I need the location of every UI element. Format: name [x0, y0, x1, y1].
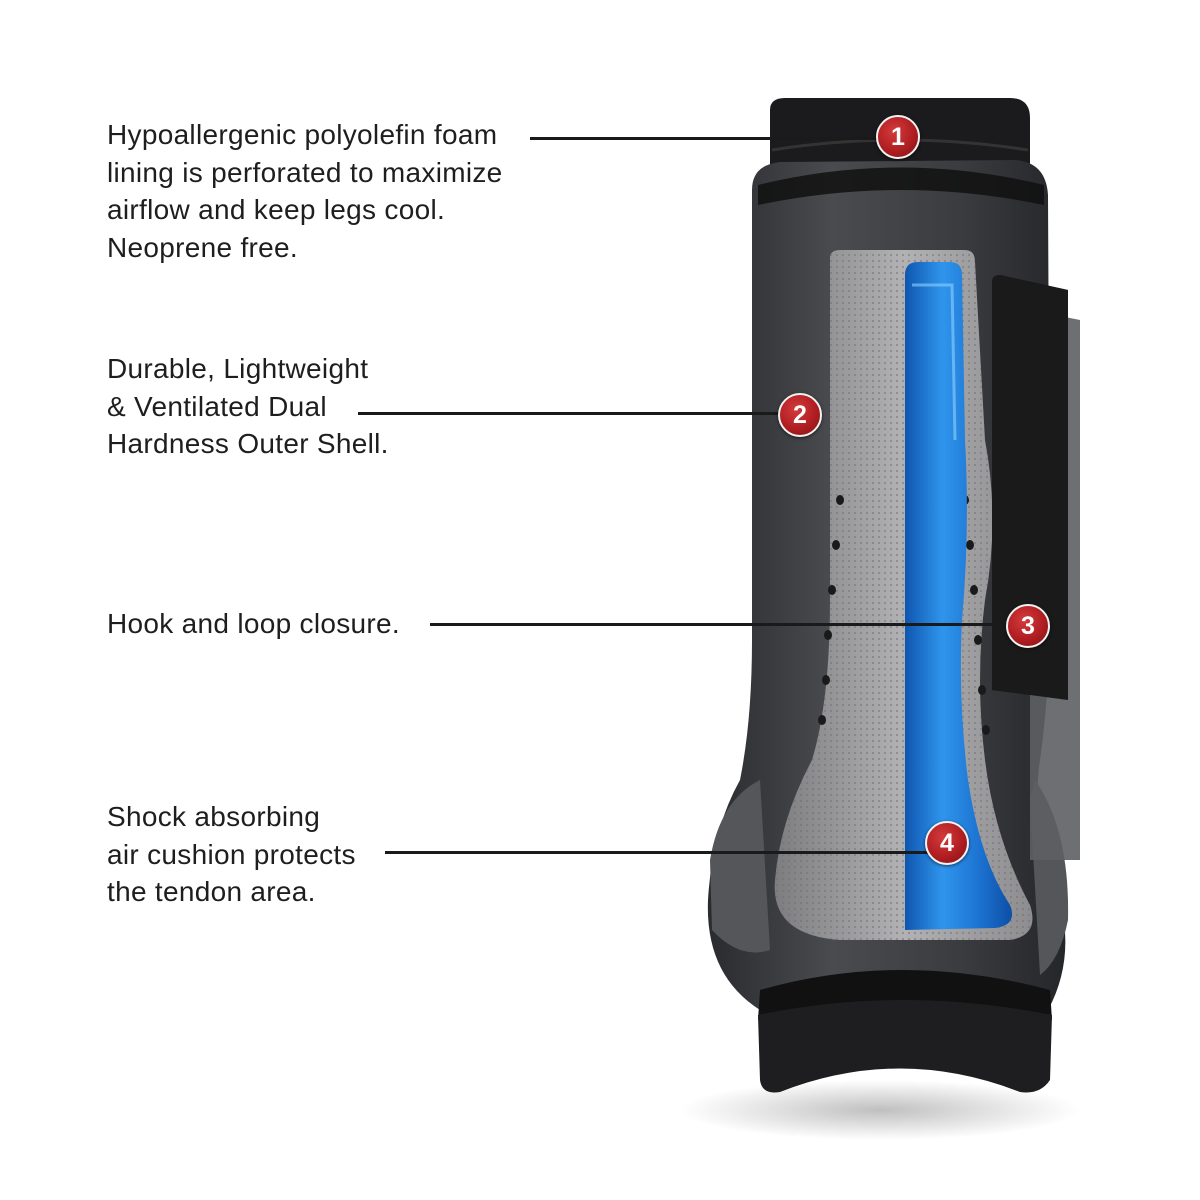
- callout-2-leader-line: [358, 412, 783, 415]
- callout-1-leader-line: [530, 137, 880, 140]
- callout-2-line-2: & Ventilated Dual: [107, 390, 327, 422]
- callout-2-badge: 2: [778, 393, 822, 437]
- callout-4-line-1: Shock absorbing: [107, 801, 321, 832]
- callout-4-line-3: the tendon area.: [107, 876, 316, 907]
- callout-4-text: Shock absorbing air cushion protects the…: [107, 798, 356, 911]
- callout-1-line-3: airflow and keep legs cool.: [107, 194, 446, 225]
- callout-4-badge: 4: [925, 821, 969, 865]
- callout-1-badge: 1: [876, 115, 920, 159]
- callout-1-line-4: Neoprene free.: [107, 231, 298, 263]
- callout-3-text: Hook and loop closure.: [107, 605, 400, 643]
- callout-3-leader-line: [430, 623, 1012, 626]
- callout-4-leader-line: [385, 851, 930, 854]
- callout-2-line-1: Durable, Lightweight: [107, 353, 369, 384]
- callout-1-line-2: lining is perforated to maximize: [107, 156, 503, 188]
- callout-3-badge: 3: [1006, 604, 1050, 648]
- callout-3-line-1: Hook and loop closure.: [107, 608, 400, 639]
- callout-2-line-3: Hardness Outer Shell.: [107, 428, 389, 459]
- callout-1-line-1: Hypoallergenic polyolefin foam: [107, 119, 498, 150]
- callout-4-line-2: air cushion protects: [107, 838, 356, 870]
- callout-2-text: Durable, Lightweight & Ventilated Dual H…: [107, 350, 389, 463]
- callout-1-text: Hypoallergenic polyolefin foam lining is…: [107, 116, 503, 266]
